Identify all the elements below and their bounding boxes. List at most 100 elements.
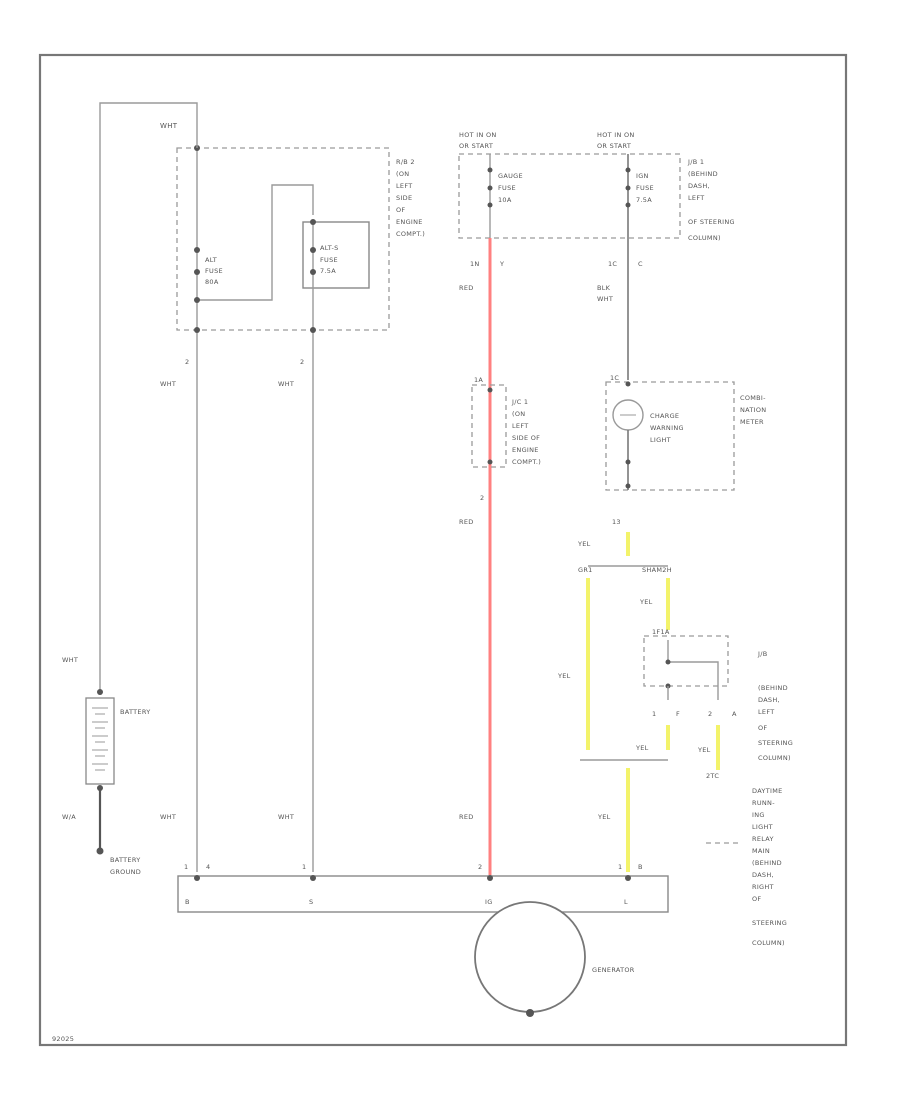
connector-dot: [487, 387, 493, 393]
meter-label-line: COMBI-: [740, 394, 766, 402]
terminal-dot: [487, 875, 493, 881]
meter-outline: [605, 381, 735, 491]
connector-dot: [665, 659, 671, 665]
ign-fuse-label: IGN: [636, 172, 649, 180]
pin-label: 1: [652, 710, 656, 718]
gauge-fuse-label: FUSE: [498, 184, 516, 192]
drl-label-line: DASH,: [752, 871, 774, 879]
jb1-label-line: OF STEERING: [688, 218, 735, 226]
connector-dot: [487, 202, 493, 208]
jb1-label-line: COLUMN): [688, 234, 721, 242]
connector-dot: [310, 269, 316, 275]
jc1-block: 1A J/C 1 (ON LEFT SIDE OF ENGINE COMPT.)…: [459, 376, 541, 526]
pin-label: 2: [708, 710, 712, 718]
alt-fuse-jumper: [197, 184, 314, 301]
jb1-outline: [458, 153, 681, 239]
alt-fuse-label: ALT: [205, 256, 217, 264]
fusebox-left-outline: [176, 147, 390, 331]
connector-dot: [310, 247, 316, 253]
pin-label: 1C: [610, 374, 619, 382]
diagram-frame: [38, 53, 848, 1047]
jc1-label-line: SIDE OF: [512, 434, 540, 442]
wire-color-label: YEL: [577, 540, 591, 548]
jc1-label-line: ENGINE: [512, 446, 539, 454]
generator: 1 4 1 2 1 B B S IG L GENERATOR: [177, 863, 669, 1017]
splice-label: SHAM2H: [642, 566, 672, 574]
connector-dot: [194, 327, 200, 333]
pin-label: Y: [499, 260, 504, 268]
lamp-label: LIGHT: [650, 436, 671, 444]
generator-label: GENERATOR: [592, 966, 635, 974]
drl-relay-block: 2TC DAYTIME RUNN- ING LIGHT RELAY MAIN (…: [706, 772, 787, 947]
altb-fuse-box: [302, 221, 370, 289]
wire-color-label: YEL: [597, 813, 611, 821]
battery-positive-wire: [99, 102, 198, 695]
fusebox-left-label-line: SIDE: [396, 194, 412, 202]
connector-dot: [625, 167, 631, 173]
wire-color-label: YEL: [635, 744, 649, 752]
jb-right-label-line: LEFT: [758, 708, 775, 716]
generator-terminal-block: [177, 875, 669, 913]
connector-dot: [487, 185, 493, 191]
jc1-label-line: (ON: [512, 410, 525, 418]
ground-dot: [96, 847, 104, 855]
hot-label: HOT IN ON: [597, 131, 635, 139]
jc1-label-line: COMPT.): [512, 458, 541, 466]
ign-fuse-block: HOT IN ON OR START IGN FUSE 7.5A J/B 1 (…: [597, 131, 735, 380]
splice-block: GR1 SHAM2H: [578, 565, 672, 574]
generator-body: [474, 901, 586, 1013]
ground-label: BATTERY: [110, 856, 141, 864]
connector-dot: [194, 297, 200, 303]
drl-label-line: DAYTIME: [752, 787, 783, 795]
gauge-fuse-block: HOT IN ON OR START GAUGE FUSE 10A 1N Y R…: [458, 131, 681, 292]
pin-label: 1: [618, 863, 622, 871]
battery-cells: [92, 707, 108, 771]
jb-right-label-line: STEERING: [758, 739, 793, 747]
jb-right-outline: [643, 635, 729, 687]
altb-fuse-label: ALT-S: [320, 244, 339, 252]
wire-color-label: W/A: [62, 813, 76, 821]
connector-dot: [194, 247, 200, 253]
pin-label: 13: [612, 518, 621, 526]
jb-right-block: 1F1A J/B (BEHIND DASH, LEFT OF STEERING …: [643, 628, 793, 762]
wire-color-label: RED: [459, 284, 474, 292]
fusebox-left-label-line: R/B 2: [396, 158, 415, 166]
wire-color-label: WHT: [160, 122, 178, 130]
jb-right-label-line: COLUMN): [758, 754, 791, 762]
connector-dot: [625, 483, 631, 489]
connector-dot: [625, 459, 631, 465]
battery-body: [85, 697, 115, 785]
fusebox-left: WHT ALT FUSE 80A ALT-S FUSE 7.5A R/B 2 (…: [160, 122, 425, 340]
battery: WHT BATTERY W/A BATTERY GROUND: [62, 656, 150, 876]
drl-label-line: STEERING: [752, 919, 787, 927]
fusebox-left-label-line: OF: [396, 206, 405, 214]
wire-color-label: YEL: [697, 746, 711, 754]
meter-label-line: NATION: [740, 406, 766, 414]
fusebox-left-label: R/B 2 (ON LEFT SIDE OF ENGINE COMPT.): [396, 158, 425, 238]
jb1-label: J/B 1 (BEHIND DASH, LEFT OF STEERING COL…: [687, 158, 735, 242]
altb-fuse-label: FUSE: [320, 256, 338, 264]
drl-label-line: RUNN-: [752, 799, 775, 807]
pin-label: 1: [302, 863, 306, 871]
wire-color-label: WHT: [597, 295, 613, 303]
jb1-label-line: (BEHIND: [688, 170, 718, 178]
wire-color-label: WHT: [160, 813, 176, 821]
terminal-dot: [625, 875, 631, 881]
connector-dot: [310, 219, 316, 225]
fusebox-left-label-line: COMPT.): [396, 230, 425, 238]
lamp-label: CHARGE: [650, 412, 679, 420]
wire-color-label: WHT: [160, 380, 176, 388]
pin-label: 2TC: [706, 772, 719, 780]
meter-label-line: METER: [740, 418, 764, 426]
jb1-label-line: J/B 1: [687, 158, 704, 166]
connector-dot: [625, 185, 631, 191]
jb-right-label-line: (BEHIND: [758, 684, 788, 692]
wire-color-label: WHT: [278, 380, 294, 388]
wire-color-label: WHT: [62, 656, 78, 664]
connector-dot: [625, 202, 631, 208]
drl-label-line: (BEHIND: [752, 859, 782, 867]
drl-label-line: RIGHT: [752, 883, 774, 891]
wire-color-label: RED: [459, 813, 474, 821]
pin-label: A: [732, 710, 737, 718]
